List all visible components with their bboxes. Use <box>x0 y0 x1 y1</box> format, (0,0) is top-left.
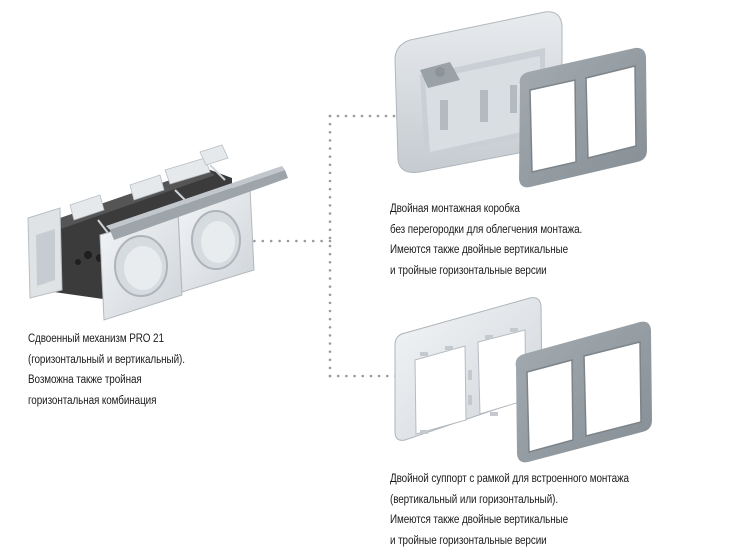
connector-dot <box>392 114 396 118</box>
connector-dot <box>328 236 332 240</box>
caption-line: Возможна также тройная <box>28 374 142 386</box>
connector-dot <box>328 269 332 272</box>
connector-dot <box>328 277 332 280</box>
connector-dot <box>328 285 332 288</box>
connector-dot <box>320 239 323 243</box>
connector-dot <box>361 374 365 378</box>
connector-dot <box>353 374 356 378</box>
connector-dot <box>328 366 332 370</box>
caption-line: Сдвоенный механизм PRO 21 <box>28 333 164 345</box>
connector-dot <box>328 204 332 207</box>
surface-box-image <box>394 11 563 173</box>
flush-support-caption: Двойной суппорт с рамкой для встроенного… <box>390 469 629 551</box>
connector-dot <box>336 374 340 378</box>
caption-line: и тройные горизонтальные версии <box>390 534 547 547</box>
connector-dot <box>311 239 315 243</box>
connector-dot <box>328 358 332 362</box>
mechanism-caption: Сдвоенный механизм PRO 21 (горизонтальны… <box>28 329 185 411</box>
connector-dot <box>328 155 332 158</box>
connector-dot <box>295 239 298 243</box>
connector-dot <box>328 130 332 134</box>
connector-dot <box>328 293 332 297</box>
connector-dot <box>328 171 332 175</box>
connector-dot <box>368 114 372 118</box>
caption-line: Имеются также двойные вертикальные <box>390 244 569 256</box>
connector-dot <box>286 239 290 243</box>
connector-dot <box>328 350 332 353</box>
connector-dot <box>344 114 348 118</box>
connector-dot <box>336 114 340 118</box>
connector-dot <box>328 195 332 199</box>
caption-line: (горизонтальный и вертикальный). <box>28 353 185 366</box>
connector-dot <box>328 212 332 215</box>
connector-dot <box>253 239 256 243</box>
caption-line: Имеются также двойные вертикальные <box>390 514 569 526</box>
connector-dot <box>328 301 332 305</box>
caption-line: и тройные горизонтальные версии <box>390 264 547 277</box>
connector-dot <box>376 114 380 118</box>
connector-dot <box>328 244 332 248</box>
connector-dot <box>328 334 332 337</box>
support-frame-image <box>515 321 652 463</box>
connector-dot <box>328 317 332 321</box>
connector-dot <box>328 114 332 118</box>
connector-dot <box>328 220 332 223</box>
connector-dot <box>328 228 332 232</box>
caption-line: Двойная монтажная коробка <box>390 203 520 215</box>
box-frame-image <box>519 47 647 188</box>
connector-dot <box>328 374 332 378</box>
connector-dot <box>328 309 332 313</box>
connector-dot <box>261 239 265 243</box>
connector-dot <box>328 252 332 256</box>
connector-dot <box>385 374 389 378</box>
connector-to-mechanism <box>244 239 332 243</box>
connector-dot <box>369 374 373 378</box>
connector-dot <box>328 179 332 183</box>
connector-dot <box>303 239 307 243</box>
connector-dot <box>384 114 388 118</box>
mechanism-image <box>27 144 288 321</box>
connector-dot <box>269 239 273 243</box>
caption-line: горизонтальная комбинация <box>28 394 157 407</box>
connector-dot <box>345 374 348 378</box>
connector-dot <box>377 374 381 378</box>
connector-lines <box>244 114 422 378</box>
connector-dot <box>328 147 332 150</box>
connector-dot <box>328 342 332 345</box>
surface-box-caption: Двойная монтажная коробка без перегородк… <box>390 199 582 281</box>
connector-dot <box>328 187 332 191</box>
connector-dot <box>328 260 332 264</box>
connector-dot <box>328 239 332 243</box>
connector-dot <box>352 114 356 118</box>
caption-line: Двойной суппорт с рамкой для встроенного… <box>390 473 629 485</box>
connector-dot <box>328 122 332 126</box>
connector-dot <box>328 139 332 142</box>
caption-line: (вертикальный или горизонтальный). <box>390 493 559 506</box>
flush-support-image <box>394 297 543 441</box>
connector-dot <box>278 239 281 243</box>
connector-dot <box>360 114 364 118</box>
connector-dot <box>328 163 332 167</box>
caption-line: без перегородки для облегчения монтажа. <box>390 223 583 236</box>
connector-vertical <box>328 114 332 378</box>
connector-dot <box>328 325 332 329</box>
